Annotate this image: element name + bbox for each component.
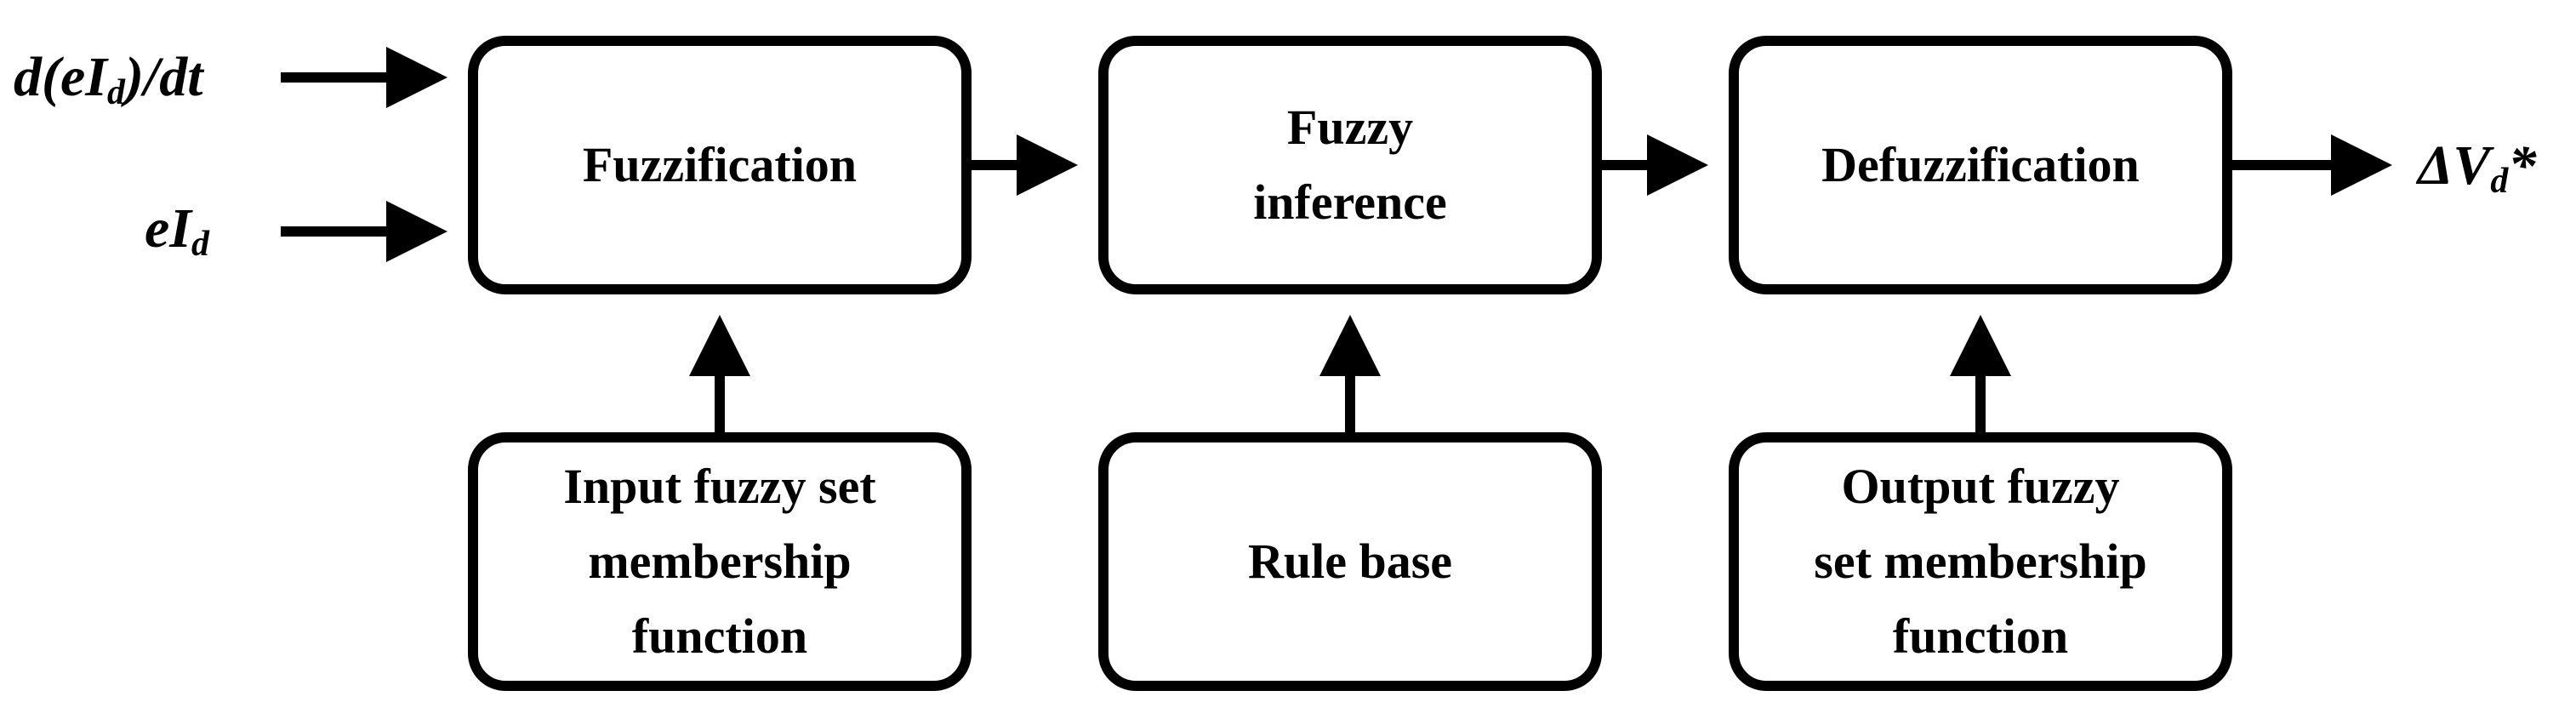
fuzzification-block: Fuzzification [468, 36, 972, 294]
input-derivative-signal-label: d(eId)/dt [14, 46, 203, 111]
input-derivative-subscript: d [106, 73, 125, 112]
output-membership-function-block: Output fuzzy set membership function [1729, 432, 2232, 691]
output-signal-label: ΔVd* [2418, 138, 2536, 200]
fuzzification-label: Fuzzification [582, 137, 858, 192]
output-subscript: d [2490, 162, 2509, 201]
input-derivative-pre: d(eI [14, 46, 107, 108]
input-membership-function-block: Input fuzzy set membership function [468, 432, 972, 691]
input-derivative-post: )/dt [124, 46, 203, 108]
input-error-signal-label: eId [145, 201, 209, 263]
output-post: * [2508, 134, 2537, 197]
fuzzy-inference-block: Fuzzy inference [1098, 36, 1602, 294]
input-membership-function-label: Input fuzzy set membership function [563, 459, 876, 664]
rule-base-label: Rule base [1247, 534, 1453, 589]
output-membership-function-label: Output fuzzy set membership function [1814, 459, 2147, 664]
output-pre: ΔV [2418, 134, 2491, 197]
defuzzification-label: Defuzzification [1821, 137, 2140, 192]
input-error-pre: eI [145, 197, 191, 260]
defuzzification-block: Defuzzification [1729, 36, 2232, 294]
input-error-subscript: d [191, 225, 209, 264]
fuzzy-inference-label: Fuzzy inference [1253, 100, 1447, 230]
rule-base-block: Rule base [1098, 432, 1602, 691]
